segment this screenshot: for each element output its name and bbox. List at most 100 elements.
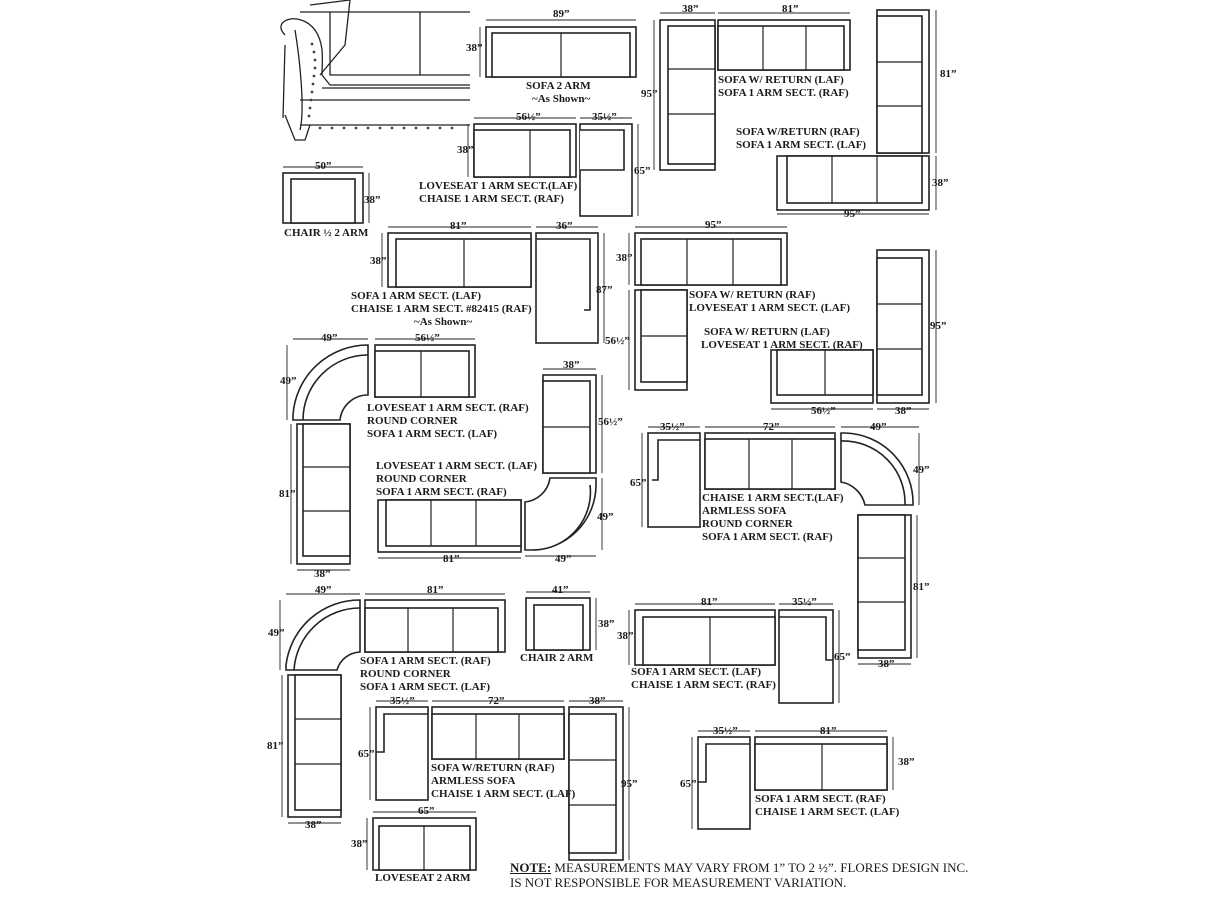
sofa-round-sofa bbox=[285, 599, 506, 818]
dimension-value: 56½” bbox=[415, 332, 440, 344]
measurement-disclaimer: NOTE: MEASUREMENTS MAY VARY FROM 1” TO 2… bbox=[510, 860, 968, 890]
dimension-value: 38” bbox=[314, 568, 331, 580]
label-chaise-armless-round: CHAISE 1 ARM SECT.(LAF) ARMLESS SOFA ROU… bbox=[702, 492, 844, 543]
dimension-value: 38” bbox=[878, 658, 895, 670]
sofa-with-return-laf bbox=[659, 19, 851, 171]
dimension-value: 56½” bbox=[516, 111, 541, 123]
dimension-value: 49” bbox=[555, 553, 572, 565]
label-sofa-return-laf: SOFA W/ RETURN (LAF) SOFA 1 ARM SECT. (R… bbox=[718, 74, 849, 99]
dimension-value: 38” bbox=[617, 630, 634, 642]
label-sofa-chaise-raf: SOFA 1 ARM SECT. (LAF) CHAISE 1 ARM SECT… bbox=[631, 666, 776, 691]
dimension-value: 36” bbox=[556, 220, 573, 232]
label-sofa-return-loveseat-laf: SOFA W/ RETURN (RAF) LOVESEAT 1 ARM SECT… bbox=[689, 289, 851, 314]
dimension-value: 38” bbox=[351, 838, 368, 850]
dimension-value: 38” bbox=[598, 618, 615, 630]
loveseat-round-sofa-right bbox=[377, 374, 597, 553]
dimension-value: 81” bbox=[279, 488, 296, 500]
dimension-value: 95” bbox=[641, 88, 658, 100]
dimension-value: 38” bbox=[563, 359, 580, 371]
dimension-value: 49” bbox=[597, 511, 614, 523]
dimension-value: 35½” bbox=[660, 421, 685, 433]
dimension-value: 50” bbox=[315, 160, 332, 172]
sofa-chaise-laf bbox=[697, 736, 888, 830]
dimension-value: 35½” bbox=[592, 111, 617, 123]
dimension-value: 81” bbox=[267, 740, 284, 752]
dimension-value: 49” bbox=[321, 332, 338, 344]
label-sofa-2-arm: SOFA 2 ARM ~As Shown~ bbox=[526, 80, 591, 105]
sofa-illustration-nailheads bbox=[307, 42, 454, 130]
dimension-value: 38” bbox=[682, 3, 699, 15]
label-chair-half: CHAIR ½ 2 ARM bbox=[284, 227, 369, 239]
dimension-value: 81” bbox=[450, 220, 467, 232]
dimension-value: 38” bbox=[466, 42, 483, 54]
loveseat-round-sofa-left bbox=[292, 344, 476, 565]
sofa-chaise-82415 bbox=[387, 232, 599, 344]
dimension-value: 35½” bbox=[390, 695, 415, 707]
label-loveseat-round-sofa-left: LOVESEAT 1 ARM SECT. (RAF) ROUND CORNER … bbox=[367, 402, 529, 440]
label-sofa-return-raf: SOFA W/RETURN (RAF) SOFA 1 ARM SECT. (LA… bbox=[736, 126, 867, 151]
dimension-value: 49” bbox=[280, 375, 297, 387]
dimension-value: 81” bbox=[940, 68, 957, 80]
dimension-value: 38” bbox=[364, 194, 381, 206]
note-text: MEASUREMENTS MAY VARY FROM 1” TO 2 ½”. F… bbox=[551, 860, 969, 875]
dimension-value: 81” bbox=[913, 581, 930, 593]
dimension-value: 65” bbox=[358, 748, 375, 760]
note-line-2: IS NOT RESPONSIBLE FOR MEASUREMENT VARIA… bbox=[510, 875, 847, 890]
label-sofa-round-sofa: SOFA 1 ARM SECT. (RAF) ROUND CORNER SOFA… bbox=[360, 655, 491, 693]
dimension-value: 95” bbox=[621, 778, 638, 790]
sofa-with-return-raf bbox=[776, 9, 930, 211]
sofa-return-loveseat-raf bbox=[770, 249, 930, 404]
dimension-value: 56½” bbox=[811, 405, 836, 417]
dimension-value: 49” bbox=[870, 421, 887, 433]
dimension-value: 38” bbox=[370, 255, 387, 267]
dimension-value: 95” bbox=[844, 208, 861, 220]
loveseat-chaise bbox=[473, 123, 633, 217]
dimension-value: 49” bbox=[315, 584, 332, 596]
dimension-value: 81” bbox=[427, 584, 444, 596]
dimension-value: 65” bbox=[834, 651, 851, 663]
label-sofa-return-loveseat-raf: SOFA W/ RETURN (LAF) LOVESEAT 1 ARM SECT… bbox=[701, 326, 863, 351]
loveseat-2-arm bbox=[372, 817, 477, 871]
dimension-value: 65” bbox=[680, 778, 697, 790]
sofa-return-armless-chaise bbox=[375, 706, 624, 861]
dimension-value: 41” bbox=[552, 584, 569, 596]
label-sofa-chaise-82415: SOFA 1 ARM SECT. (LAF) CHAISE 1 ARM SECT… bbox=[351, 290, 532, 328]
dimension-value: 65” bbox=[634, 165, 651, 177]
sofa-illustration bbox=[280, 0, 470, 141]
dimension-value: 65” bbox=[630, 477, 647, 489]
label-loveseat-round-sofa-right: LOVESEAT 1 ARM SECT. (LAF) ROUND CORNER … bbox=[376, 460, 538, 498]
dimension-value: 38” bbox=[589, 695, 606, 707]
label-chair-2-arm: CHAIR 2 ARM bbox=[520, 652, 594, 664]
dimension-value: 56½” bbox=[598, 416, 623, 428]
dimension-value: 38” bbox=[932, 177, 949, 189]
dimension-value: 38” bbox=[305, 819, 322, 831]
label-loveseat-2-arm: LOVESEAT 2 ARM bbox=[375, 872, 471, 884]
label-loveseat-chaise: LOVESEAT 1 ARM SECT.(LAF) CHAISE 1 ARM S… bbox=[419, 180, 578, 205]
dimension-value: 81” bbox=[443, 553, 460, 565]
dimension-value: 35½” bbox=[792, 596, 817, 608]
dimension-value: 81” bbox=[782, 3, 799, 15]
dimension-value: 87” bbox=[596, 284, 613, 296]
label-sofa-return-armless: SOFA W/RETURN (RAF) ARMLESS SOFA CHAISE … bbox=[431, 762, 576, 800]
chair-half-2-arm bbox=[282, 172, 364, 224]
sofa-chaise-raf bbox=[634, 609, 834, 704]
chair-2-arm bbox=[525, 597, 591, 651]
sofa-2-arm bbox=[485, 26, 637, 78]
dimension-value: 65” bbox=[418, 805, 435, 817]
dimension-value: 72” bbox=[763, 421, 780, 433]
dimension-value: 38” bbox=[898, 756, 915, 768]
dimension-value: 49” bbox=[913, 464, 930, 476]
dimension-value: 38” bbox=[457, 144, 474, 156]
sofa-return-loveseat-laf bbox=[634, 232, 788, 391]
dimension-lines bbox=[279, 10, 937, 870]
dimension-value: 72” bbox=[488, 695, 505, 707]
chaise-armless-round-sofa bbox=[647, 432, 914, 659]
dimension-value: 35½” bbox=[713, 725, 738, 737]
label-sofa-chaise-laf: SOFA 1 ARM SECT. (RAF) CHAISE 1 ARM SECT… bbox=[755, 793, 900, 818]
dimension-value: 49” bbox=[268, 627, 285, 639]
dimension-value: 95” bbox=[930, 320, 947, 332]
dimension-value: 56½” bbox=[605, 335, 630, 347]
dimension-value: 38” bbox=[616, 252, 633, 264]
dimension-value: 81” bbox=[820, 725, 837, 737]
